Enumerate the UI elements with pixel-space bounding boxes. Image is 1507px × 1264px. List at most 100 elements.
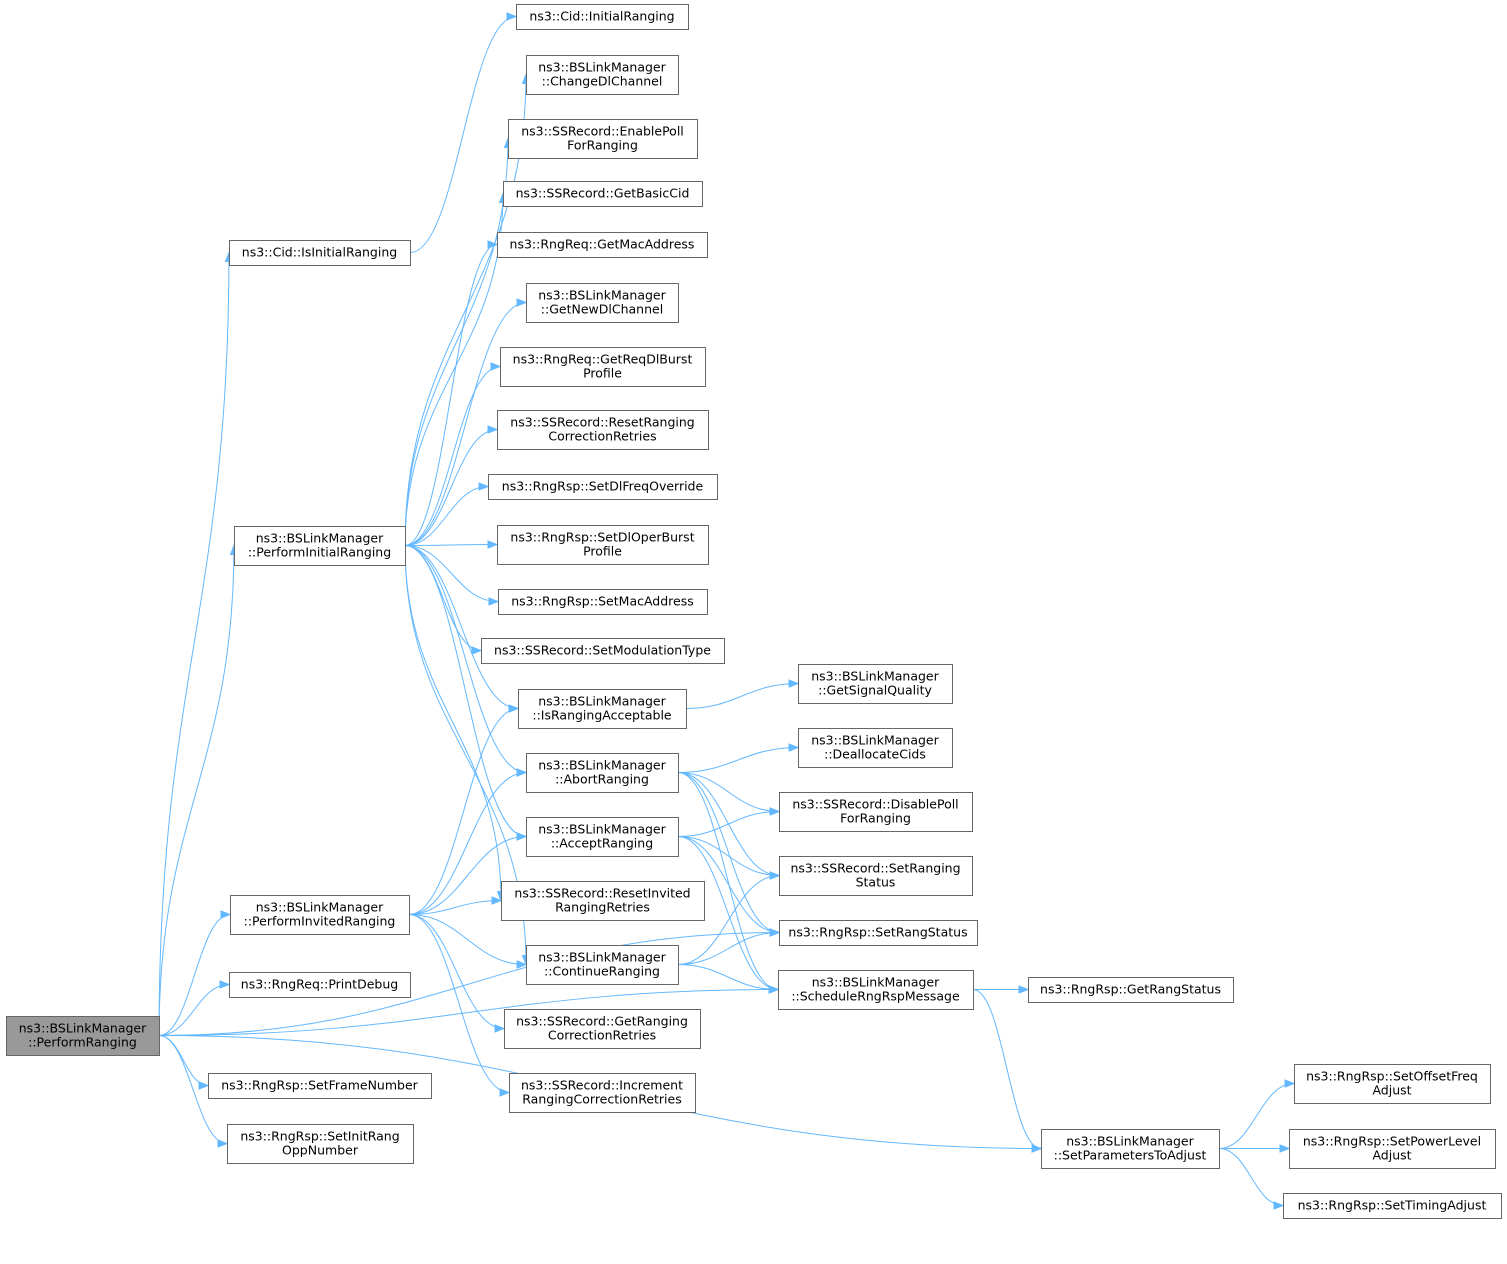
node-label: ns3::BSLinkManager <box>538 950 666 965</box>
node-box <box>1294 1064 1491 1104</box>
node-getnewdl[interactable]: ns3::BSLinkManager::GetNewDlChannel <box>526 283 679 323</box>
node-box <box>518 689 687 729</box>
node-label: ns3::RngRsp::SetMacAddress <box>511 594 694 609</box>
node-setframenum[interactable]: ns3::RngRsp::SetFrameNumber <box>208 1073 432 1099</box>
node-schedulerng[interactable]: ns3::BSLinkManager::ScheduleRngRspMessag… <box>778 970 974 1010</box>
node-box <box>779 920 978 946</box>
edge-israngingacc-to-getsignal <box>685 679 800 709</box>
node-box <box>516 4 689 30</box>
node-incranging[interactable]: ns3::SSRecord::IncrementRangingCorrectio… <box>509 1073 696 1113</box>
node-getsignal[interactable]: ns3::BSLinkManager::GetSignalQuality <box>798 664 953 704</box>
node-box <box>508 119 698 159</box>
edge-cid_isinit-to-cid_initial <box>409 12 518 253</box>
node-getrangstatus[interactable]: ns3::RngRsp::GetRangStatus <box>1028 977 1234 1003</box>
edges-layer <box>158 12 1296 1210</box>
edge-setparams-to-setpower <box>1219 1144 1291 1153</box>
node-label: ns3::SSRecord::EnablePoll <box>521 124 684 139</box>
node-label: ns3::SSRecord::GetRanging <box>516 1014 688 1029</box>
node-dealloc[interactable]: ns3::BSLinkManager::DeallocateCids <box>798 728 953 768</box>
node-changedl[interactable]: ns3::BSLinkManager::ChangeDlChannel <box>526 55 679 95</box>
node-continueranging[interactable]: ns3::BSLinkManager::ContinueRanging <box>526 945 679 985</box>
node-cid_initial[interactable]: ns3::Cid::InitialRanging <box>516 4 689 30</box>
edge-root-to-printdebug <box>158 980 231 1036</box>
node-box <box>1028 977 1234 1003</box>
node-box <box>488 474 718 500</box>
node-label: ::AbortRanging <box>555 772 649 787</box>
edge-perf_invited-to-israngingacc <box>408 704 520 915</box>
node-label: ns3::RngRsp::SetRangStatus <box>788 925 967 940</box>
node-setparams[interactable]: ns3::BSLinkManager::SetParametersToAdjus… <box>1041 1129 1220 1169</box>
node-perf_init[interactable]: ns3::BSLinkManager::PerformInitialRangin… <box>234 526 406 566</box>
edge-abortranging-to-dealloc <box>677 743 800 773</box>
node-resetinvited[interactable]: ns3::SSRecord::ResetInvitedRangingRetrie… <box>501 881 705 921</box>
node-box <box>227 1124 414 1164</box>
node-perf_invited[interactable]: ns3::BSLinkManager::PerformInvitedRangin… <box>230 895 410 935</box>
node-israngingacc[interactable]: ns3::BSLinkManager::IsRangingAcceptable <box>518 689 687 729</box>
node-box <box>234 526 406 566</box>
node-box <box>798 728 953 768</box>
node-label: ns3::SSRecord::DisablePoll <box>792 797 958 812</box>
node-getbasiccid[interactable]: ns3::SSRecord::GetBasicCid <box>503 181 703 207</box>
node-label: ns3::BSLinkManager <box>538 758 666 773</box>
node-box <box>1283 1193 1502 1219</box>
node-setrangstatus[interactable]: ns3::RngRsp::SetRangStatus <box>779 920 978 946</box>
edge-perf_invited-to-continueranging <box>408 914 528 969</box>
edge-setparams-to-settiming <box>1218 1148 1285 1210</box>
node-box <box>1289 1129 1496 1169</box>
edge-perf_init-to-resetranging <box>404 425 499 546</box>
node-root[interactable]: ns3::BSLinkManager::PerformRanging <box>6 1016 160 1056</box>
node-label: ns3::RngRsp::SetInitRang <box>240 1129 399 1144</box>
edge-perf_init-to-getnewdl <box>404 298 528 546</box>
node-box <box>481 638 725 664</box>
node-label: ns3::RngRsp::SetOffsetFreq <box>1306 1069 1478 1084</box>
node-printdebug[interactable]: ns3::RngReq::PrintDebug <box>229 972 411 998</box>
edge-continueranging-to-schedulerng <box>677 964 780 994</box>
node-box <box>229 972 411 998</box>
node-label: ::PerformInvitedRanging <box>244 914 396 929</box>
node-label: Status <box>856 875 896 890</box>
edge-perf_init-to-setmac <box>404 545 500 606</box>
node-cid_isinit[interactable]: ns3::Cid::IsInitialRanging <box>229 240 411 266</box>
edge-perf_invited-to-abortranging <box>408 768 528 915</box>
node-getmac[interactable]: ns3::RngReq::GetMacAddress <box>497 232 708 258</box>
node-box <box>503 181 703 207</box>
node-label: ns3::RngReq::GetReqDlBurst <box>513 352 693 367</box>
node-resetranging[interactable]: ns3::SSRecord::ResetRangingCorrectionRet… <box>497 410 709 450</box>
node-label: ::ContinueRanging <box>544 964 660 979</box>
node-box <box>497 410 709 450</box>
node-label: ::GetSignalQuality <box>818 683 932 698</box>
edge-perf_init-to-setdlfreq <box>404 482 490 546</box>
node-acceptranging[interactable]: ns3::BSLinkManager::AcceptRanging <box>526 817 679 857</box>
edge-continueranging-to-setrangingstatus <box>677 871 781 965</box>
node-setmodulation[interactable]: ns3::SSRecord::SetModulationType <box>481 638 725 664</box>
node-label: ns3::SSRecord::ResetInvited <box>514 886 690 901</box>
edge-perf_init-to-getreqdl <box>404 362 502 546</box>
node-label: ns3::SSRecord::SetRanging <box>790 861 960 876</box>
node-label: ns3::SSRecord::ResetRanging <box>510 415 694 430</box>
node-box <box>497 525 709 565</box>
node-label: ns3::RngRsp::SetTimingAdjust <box>1298 1198 1487 1213</box>
node-label: Adjust <box>1372 1083 1411 1098</box>
node-label: ns3::RngReq::PrintDebug <box>241 977 398 992</box>
edge-continueranging-to-setrangstatus <box>677 928 781 965</box>
node-label: Adjust <box>1372 1148 1411 1163</box>
edge-abortranging-to-setrangingstatus <box>677 772 781 880</box>
node-setmac[interactable]: ns3::RngRsp::SetMacAddress <box>498 589 708 615</box>
node-box <box>526 945 679 985</box>
node-getrangingcorr[interactable]: ns3::SSRecord::GetRangingCorrectionRetri… <box>504 1009 701 1049</box>
node-box <box>1041 1129 1220 1169</box>
node-settiming[interactable]: ns3::RngRsp::SetTimingAdjust <box>1283 1193 1502 1219</box>
node-box <box>229 240 411 266</box>
node-setdlfreq[interactable]: ns3::RngRsp::SetDlFreqOverride <box>488 474 718 500</box>
node-abortranging[interactable]: ns3::BSLinkManager::AbortRanging <box>526 753 679 793</box>
edge-perf_init-to-israngingacc <box>404 545 520 713</box>
edge-perf_invited-to-incranging <box>408 914 511 1097</box>
